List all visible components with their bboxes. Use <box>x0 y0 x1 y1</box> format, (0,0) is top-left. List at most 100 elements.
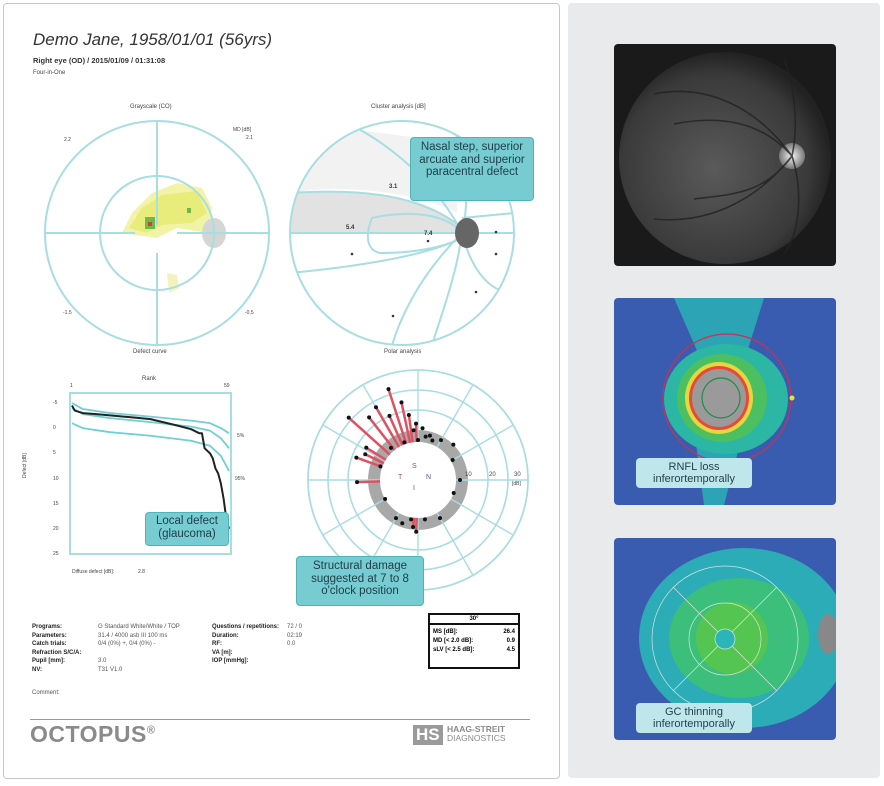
percentile-label: 95% <box>235 476 246 482</box>
y-tick: 5 <box>53 450 56 457</box>
plot-frame <box>69 392 232 555</box>
summary-value: 26.4 <box>503 629 515 635</box>
polar-point <box>402 440 407 445</box>
cluster-value: 3.1 <box>389 184 398 190</box>
summary-row: sLV [< 2.5 dB]:4.5 <box>433 646 515 655</box>
polar-point <box>406 413 411 418</box>
y-tick: -5 <box>53 400 58 406</box>
polar-defect-bar <box>368 416 396 451</box>
grayscale-title: Grayscale (CO) <box>130 104 172 110</box>
info-label2: VA [m]: <box>212 649 233 656</box>
info-label2: IOP [mmHg]: <box>212 658 249 665</box>
info-label: Catch trials: <box>32 641 67 648</box>
polar-spoke <box>450 424 514 462</box>
gc-callout: GC thinning inferortemporally <box>636 703 752 734</box>
cup-outline <box>701 377 741 419</box>
summary-value: 0.9 <box>506 638 515 644</box>
md-label: MD [dB] <box>233 127 252 133</box>
summary-header: 30° <box>430 615 518 625</box>
cluster-nasal-step <box>290 191 457 233</box>
fundus-image <box>614 44 836 266</box>
corner-value-bl: -1.5 <box>63 310 72 316</box>
polar-point <box>378 464 383 469</box>
rank-axis-title: Rank <box>142 376 157 382</box>
corner-value-tr: 2.1 <box>246 135 253 141</box>
polar-defect-bar <box>400 402 412 444</box>
scale-unit: [dB] <box>512 481 521 487</box>
exam-info: Right eye (OD) / 2015/01/09 / 01:31:08 <box>33 56 166 65</box>
absolute-defect-point <box>148 222 152 226</box>
cluster-value: 5.4 <box>346 225 355 231</box>
polar-point <box>346 415 351 420</box>
info-value: 31.4 / 4000 asb III 100 ms <box>98 632 168 639</box>
polar-point <box>450 458 455 462</box>
x-tick: 1 <box>70 383 73 389</box>
info-label: Pupil [mm]: <box>32 658 65 665</box>
hs-logo-mark: HS <box>413 725 443 745</box>
summary-row: MS [dB]: 26.4 <box>433 628 515 637</box>
diffuse-defect-value: 2.8 <box>138 569 145 575</box>
polar-spoke <box>322 498 386 536</box>
info-value: G Standard White/White / TOP <box>98 624 180 630</box>
percentile-label: 5% <box>237 433 245 439</box>
info-label: Programs: <box>32 624 63 630</box>
y-tick: 15 <box>53 500 59 507</box>
info-value2: 0.0 <box>287 641 296 648</box>
polar-title: Polar analysis <box>384 349 422 355</box>
rnfl-callout: RNFL loss inferortemporally <box>636 458 752 489</box>
polar-center <box>381 443 455 517</box>
logo-line2: DIAGNOSTICS <box>447 733 506 743</box>
polar-point <box>423 434 428 439</box>
quadrant-n: N <box>426 474 432 481</box>
polar-point <box>374 405 378 410</box>
y-tick: 10 <box>53 475 59 482</box>
polar-point <box>458 478 462 482</box>
polar-point <box>416 438 420 442</box>
polar-defect-bar <box>388 415 404 446</box>
y-tick: 20 <box>53 525 59 532</box>
info-value: T31 V1.0 <box>98 667 123 673</box>
info-value2: 02:19 <box>287 632 303 639</box>
corner-value-tl: 2.2 <box>64 137 71 143</box>
y-tick: 25 <box>53 551 59 557</box>
polar-defect-bar <box>356 480 381 484</box>
diffuse-defect-label: Diffuse defect [dB]: <box>72 569 115 575</box>
polar-defect-bar <box>407 414 414 443</box>
polar-defect-bar <box>364 453 385 465</box>
polar-point <box>420 426 425 431</box>
footer-divider <box>30 719 530 720</box>
polar-point <box>411 524 416 529</box>
summary-label: MS [dB]: <box>433 629 458 635</box>
polar-point <box>451 442 456 447</box>
patient-name: Demo Jane, 1958/01/01 (56yrs) <box>33 30 273 49</box>
scale-label: 30 <box>514 472 521 478</box>
polar-point <box>438 516 442 521</box>
cluster-callout: Nasal step, superior arcuate and superio… <box>410 137 534 201</box>
quadrant-i: I <box>413 485 415 492</box>
summary-label: sLV [< 2.5 dB]: <box>433 647 475 653</box>
layout-name: Four-in-One <box>33 70 66 76</box>
polar-defect-bar <box>365 446 387 461</box>
polar-point <box>367 415 372 420</box>
polar-callout: Structural damage suggested at 7 to 8 o'… <box>296 556 424 606</box>
y-tick: 0 <box>53 425 56 432</box>
optic-disc <box>692 369 746 427</box>
polar-point <box>451 490 456 495</box>
info-label2: RF: <box>212 641 222 648</box>
registered-mark: ® <box>146 724 156 737</box>
grayscale-plot <box>44 120 270 346</box>
scale-label: 10 <box>465 472 472 478</box>
polar-point <box>389 445 394 450</box>
polar-point <box>427 433 432 438</box>
cluster-value: 7.4 <box>424 231 433 237</box>
polar-point <box>394 516 398 521</box>
polar-point <box>355 480 360 485</box>
defect-curve-callout: Local defect (glaucoma) <box>145 512 229 546</box>
info-value: 3.0 <box>98 658 107 665</box>
blind-spot <box>455 218 479 248</box>
polar-spoke <box>450 498 514 536</box>
cluster-markers <box>350 230 498 318</box>
polar-defect-bar <box>374 406 401 448</box>
info-value: 0/4 (0%) +, 0/4 (0%) - <box>98 641 156 648</box>
